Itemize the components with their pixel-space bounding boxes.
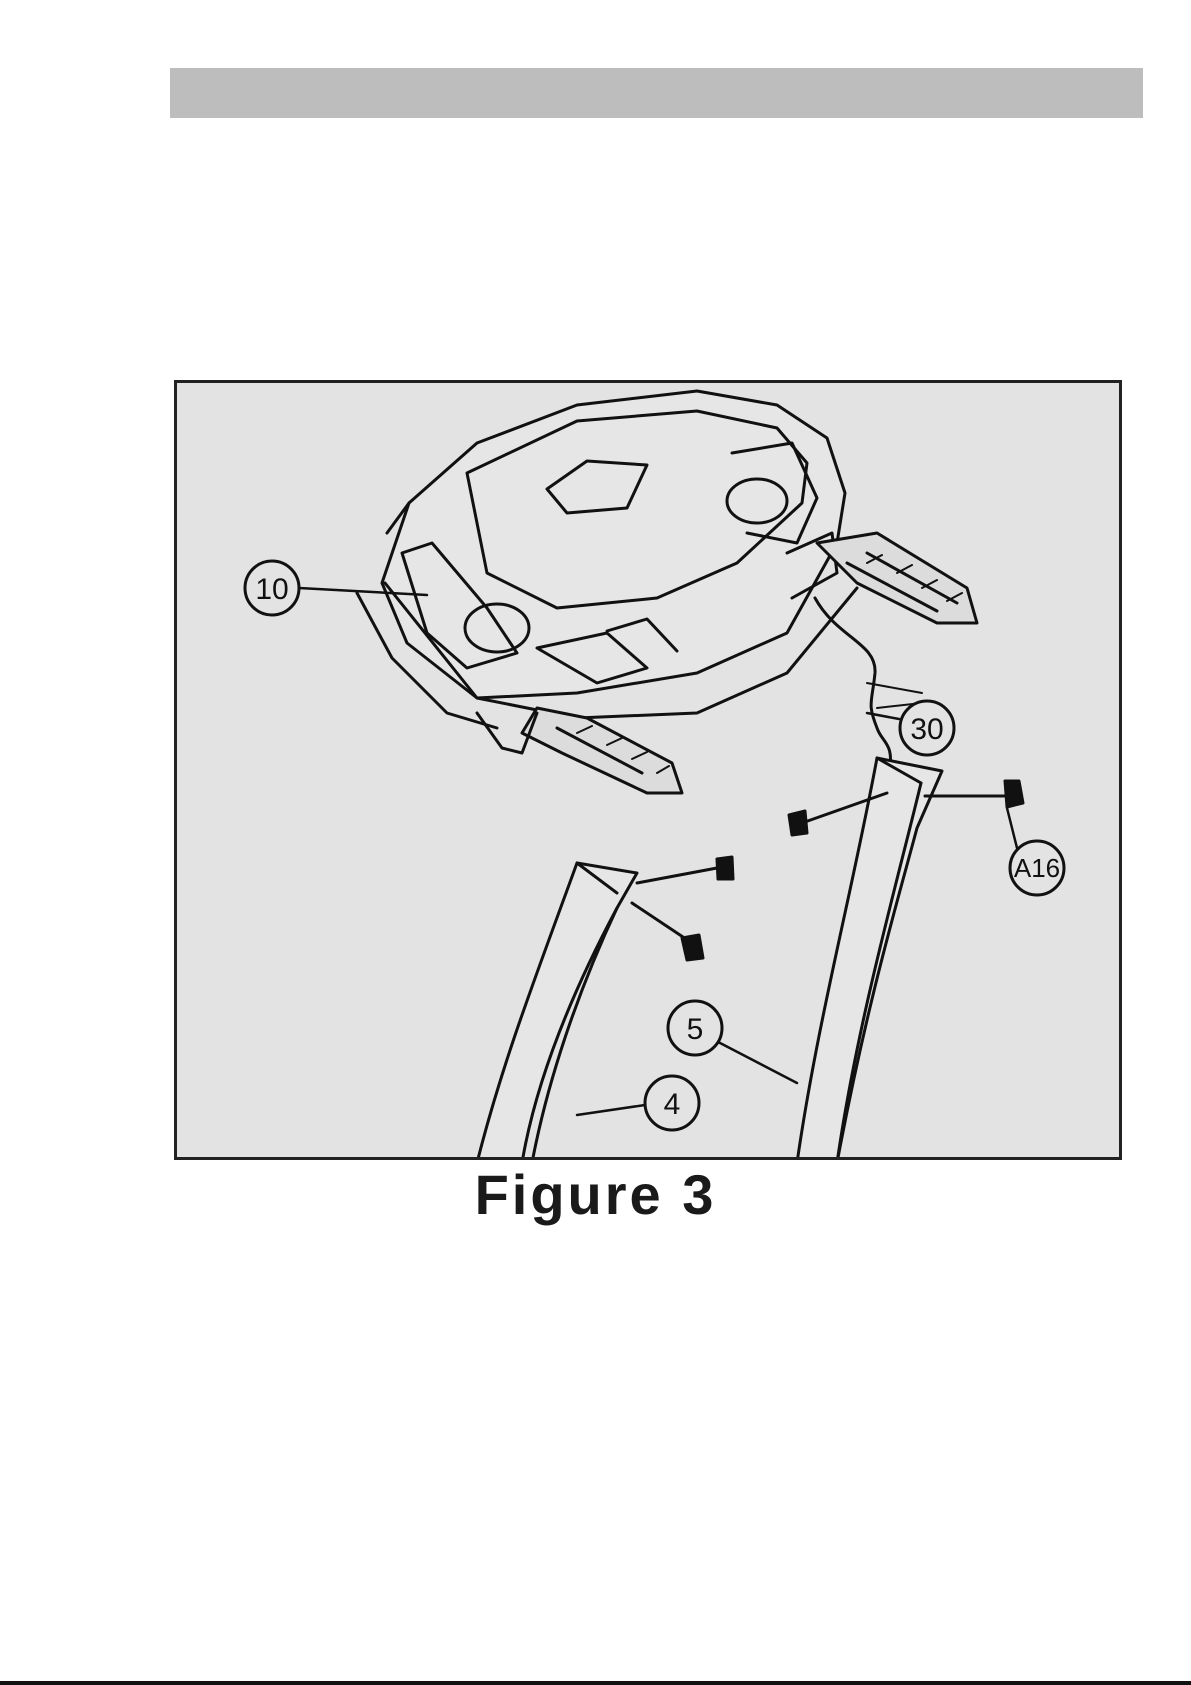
- assembly-figure: 10 30 A16 5 4: [174, 380, 1122, 1160]
- footer-rule: [0, 1681, 1191, 1685]
- figure-caption: Figure 3: [0, 1162, 1191, 1227]
- callout-a16: A16: [1014, 853, 1060, 883]
- assembly-illustration: 10 30 A16 5 4: [177, 383, 1122, 1160]
- callout-4: 4: [664, 1088, 681, 1121]
- callout-30: 30: [910, 713, 943, 746]
- callout-10: 10: [255, 573, 288, 606]
- header-bar: [170, 68, 1143, 118]
- screw-bolt: [632, 793, 1007, 943]
- upright-tube-left: [477, 863, 637, 1160]
- callout-5: 5: [687, 1013, 704, 1046]
- console-illustration: [357, 391, 977, 793]
